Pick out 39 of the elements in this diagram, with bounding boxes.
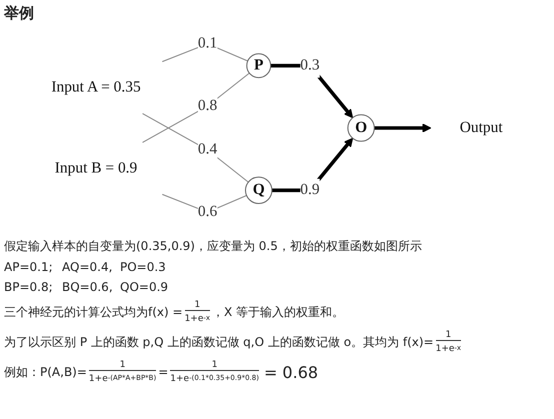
weight-text: PO=0.3: [120, 260, 167, 274]
edge-label: 0.9: [300, 182, 320, 198]
node-circle: P: [246, 53, 272, 78]
body-text: 假定输入样本的自变量为(0.35,0.9)，应变量为 0.5，初始的权重函数如图所示: [4, 238, 422, 255]
weight-text: AP=0.1;: [4, 260, 54, 274]
fraction-numerator: 1: [445, 330, 452, 340]
edge-label: 0.4: [198, 141, 218, 158]
fraction-denominator: 1+e: [184, 314, 204, 324]
arrow: [270, 64, 354, 118]
fraction-denominator: 1+e: [170, 374, 190, 384]
formula-text: ，X 等于输入的权重和。: [212, 304, 344, 320]
node-circle: Q: [244, 176, 272, 204]
fraction-numerator: 1: [212, 360, 218, 370]
node-text: Input A = 0.35: [51, 79, 141, 96]
formula-text: =: [158, 365, 168, 379]
edge-label: 0.6: [198, 204, 218, 220]
weight-text: AQ=0.4,: [62, 260, 114, 274]
connector: [142, 72, 250, 143]
weight-text: BQ=0.6,: [62, 280, 114, 294]
arrow: [374, 123, 432, 133]
node-circle: O: [347, 114, 375, 142]
fraction-denominator: 1+e: [436, 344, 454, 354]
node-text: Input B = 0.9: [54, 160, 138, 176]
formula-text: 为了以示区别 P 上的函数 p,Q 上的函数记做 q,O 上的函数记做 o。其均为 f(x)=: [4, 334, 434, 350]
weight-text: QO=0.9: [120, 280, 170, 294]
fraction-denominator: 1+e: [88, 374, 108, 384]
connector: [142, 113, 249, 182]
edge-label: 0.3: [300, 57, 320, 74]
fraction-numerator: 1: [120, 360, 126, 370]
arrow: [272, 138, 354, 192]
formula-text: 三个神经元的计算公式均为f(x) =: [4, 304, 183, 320]
fraction-numerator: 1: [194, 300, 200, 310]
formula-text: 例如：P(A,B)=: [4, 364, 87, 380]
edge-label: 0.8: [198, 98, 218, 114]
node-text: Output: [460, 120, 503, 136]
heading: 举例: [4, 4, 34, 22]
edge-label: 0.1: [198, 35, 218, 52]
weight-text: BP=0.8;: [4, 280, 54, 294]
result-text: = 0.68: [264, 362, 318, 382]
